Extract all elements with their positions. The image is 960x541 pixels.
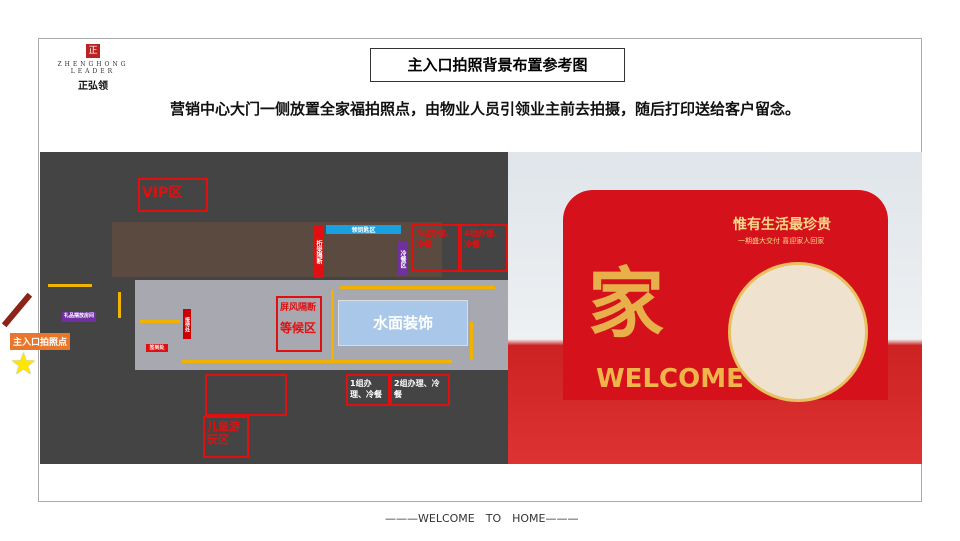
- floor-plan: VIP区 领钥匙区 桁架隔断 冷餐区 3组办理、冷餐 4组办理、冷餐 礼品摆放房…: [40, 152, 510, 464]
- keys-zone: 领钥匙区: [326, 225, 401, 234]
- flow-arrow: [48, 284, 92, 287]
- cold-buffet-zone: 冷餐区: [398, 242, 407, 276]
- logo-line2: LEADER: [70, 68, 116, 75]
- logo-brand: 正弘领: [78, 81, 108, 92]
- backdrop-welcome: WELCOME: [596, 364, 744, 394]
- photo-backdrop: 惟有生活最珍贵 一期盛大交付 喜迎家人回家 家 WELCOME: [508, 152, 922, 464]
- group2-zone: 2组办理、冷餐: [390, 374, 450, 406]
- footer-text: ———WELCOME TO HOME———: [385, 512, 579, 525]
- entry-photo-point-label: 主入口拍照点: [10, 333, 71, 350]
- flow-arrow: [470, 322, 473, 360]
- group4-zone: 4组办理、冷餐: [460, 224, 508, 272]
- page-title: 主入口拍照背景布置参考图: [370, 48, 625, 82]
- flow-arrow: [331, 290, 334, 360]
- logo-seal: 正: [86, 44, 100, 58]
- flow-arrow: [340, 286, 495, 289]
- backdrop-slogan2: 一期盛大交付 喜迎家人回家: [738, 237, 825, 245]
- logo: 正 ZHENGHONG LEADER 正弘领: [48, 44, 138, 92]
- kids-area-top: [205, 374, 287, 416]
- signin-desk: 签到处: [146, 344, 168, 352]
- entrance-door: [1, 292, 33, 328]
- star-icon: ★: [10, 347, 37, 382]
- group3-zone: 3组办理、冷餐: [412, 224, 460, 272]
- screen-partition-label: 屏风隔断: [280, 303, 317, 313]
- backdrop-slogan: 惟有生活最珍贵: [733, 217, 831, 233]
- truss-partition: 桁架隔断: [314, 226, 323, 278]
- subtitle: 营销中心大门一侧放置全家福拍照点，由物业人员引领业主前去拍摄，随后打印送给客户留…: [170, 100, 801, 118]
- flow-arrow: [182, 360, 452, 363]
- flow-arrow: [140, 320, 180, 323]
- moon-gate: [728, 262, 868, 402]
- vip-zone: VIP区: [138, 178, 208, 212]
- backdrop-jia: 家: [588, 259, 664, 348]
- logo-line1: ZHENGHONG: [57, 61, 129, 68]
- water-feature: 水面装饰: [338, 300, 468, 346]
- kids-play-zone: 儿童游玩区: [203, 416, 249, 458]
- waiting-zone: 屏风隔断 等候区: [276, 296, 322, 352]
- group1-zone: 1组办理、冷餐: [346, 374, 390, 406]
- gift-room: 礼品摆放房间: [62, 312, 96, 322]
- flow-arrow: [118, 292, 121, 318]
- waiting-label: 等候区: [280, 321, 317, 335]
- reception-desk: 接待处: [183, 309, 191, 339]
